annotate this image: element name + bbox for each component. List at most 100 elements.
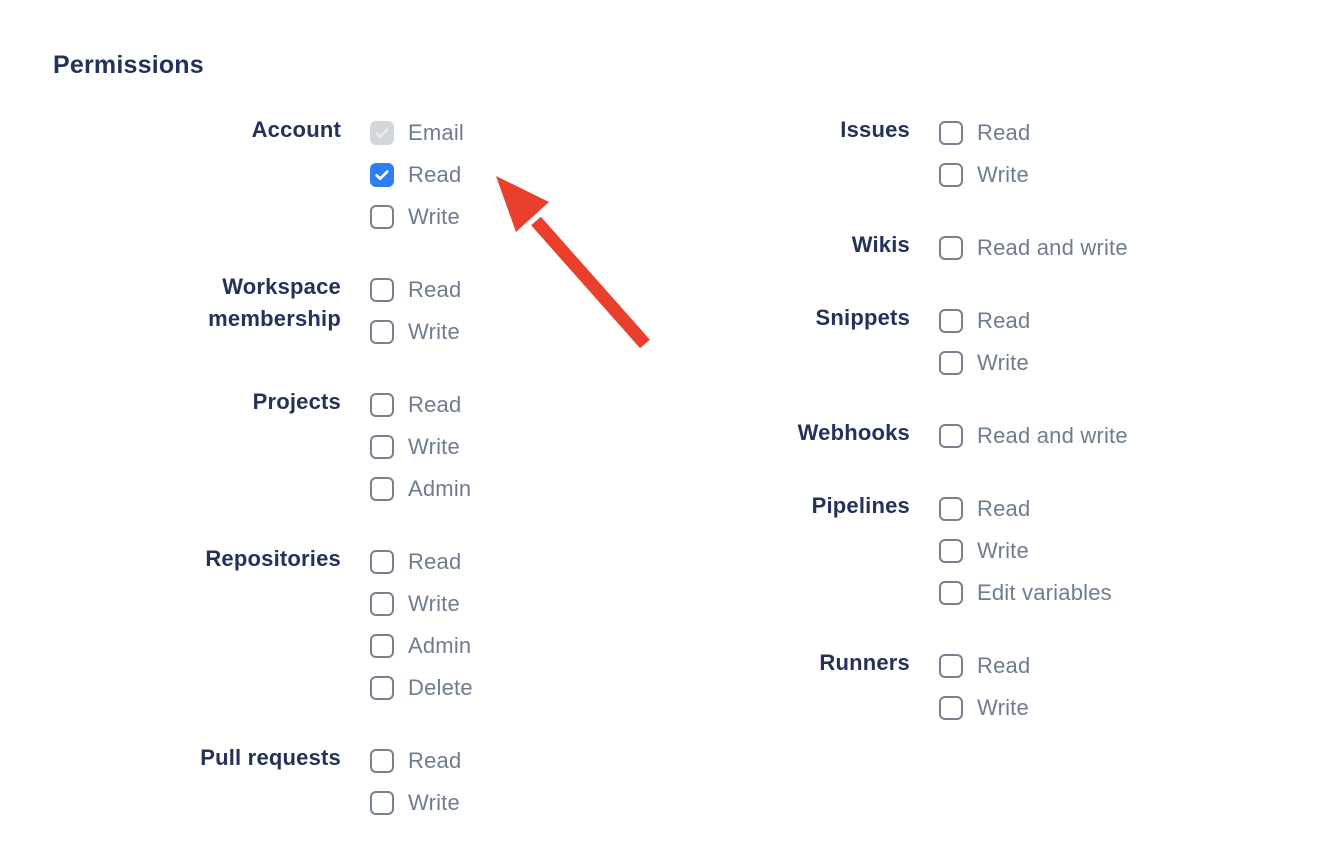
arrow-shaft (531, 216, 650, 349)
option-pipelines-read[interactable]: Read (939, 488, 1112, 530)
group-label-pipelines: Pipelines (811, 493, 910, 518)
checkbox-wikis-read-and-write[interactable] (939, 236, 963, 260)
option-label-runners-read: Read (977, 653, 1031, 678)
group-label-repositories: Repositories (205, 546, 341, 571)
option-label-repositories-read: Read (408, 549, 462, 574)
group-label-snippets: Snippets (815, 305, 910, 330)
option-label-projects-read: Read (408, 392, 462, 417)
option-account-read[interactable]: Read (370, 154, 464, 196)
checkbox-runners-read[interactable] (939, 654, 963, 678)
checkbox-pipelines-write[interactable] (939, 539, 963, 563)
option-label-workspace-membership-read: Read (408, 277, 462, 302)
option-label-issues-write: Write (977, 162, 1029, 187)
checkbox-issues-read[interactable] (939, 121, 963, 145)
option-snippets-write[interactable]: Write (939, 342, 1030, 384)
option-label-repositories-admin: Admin (408, 633, 472, 658)
checkbox-workspace-membership-read[interactable] (370, 278, 394, 302)
option-workspace-membership-write[interactable]: Write (370, 311, 461, 353)
option-label-webhooks-read-and-write: Read and write (977, 423, 1128, 448)
option-repositories-delete[interactable]: Delete (370, 667, 473, 709)
checkbox-issues-write[interactable] (939, 163, 963, 187)
options-wikis: Read and write (939, 227, 1128, 269)
checkbox-pull-requests-write[interactable] (370, 791, 394, 815)
group-label-webhooks: Webhooks (797, 420, 910, 445)
option-label-account-write: Write (408, 204, 460, 229)
option-snippets-read[interactable]: Read (939, 300, 1030, 342)
checkbox-runners-write[interactable] (939, 696, 963, 720)
option-issues-read[interactable]: Read (939, 112, 1030, 154)
checkbox-repositories-admin[interactable] (370, 634, 394, 658)
option-repositories-read[interactable]: Read (370, 541, 473, 583)
option-label-snippets-read: Read (977, 308, 1031, 333)
permission-group-wikis: Wikis Read and write (680, 227, 1128, 269)
option-runners-read[interactable]: Read (939, 645, 1030, 687)
group-label-runners: Runners (819, 650, 910, 675)
option-pull-requests-write[interactable]: Write (370, 782, 461, 824)
option-pull-requests-read[interactable]: Read (370, 740, 461, 782)
checkbox-pipelines-read[interactable] (939, 497, 963, 521)
checkbox-repositories-read[interactable] (370, 550, 394, 574)
checkbox-snippets-read[interactable] (939, 309, 963, 333)
option-label-workspace-membership-write: Write (408, 319, 460, 344)
checkbox-projects-write[interactable] (370, 435, 394, 459)
checkbox-account-write[interactable] (370, 205, 394, 229)
option-webhooks-read-and-write[interactable]: Read and write (939, 415, 1128, 457)
option-issues-write[interactable]: Write (939, 154, 1030, 196)
checkbox-workspace-membership-write[interactable] (370, 320, 394, 344)
option-pipelines-write[interactable]: Write (939, 530, 1112, 572)
option-label-account-read: Read (408, 162, 462, 187)
option-repositories-admin[interactable]: Admin (370, 625, 473, 667)
checkbox-projects-admin[interactable] (370, 477, 394, 501)
option-label-snippets-write: Write (977, 350, 1029, 375)
checkbox-account-read[interactable] (370, 163, 394, 187)
checkbox-pipelines-edit-variables[interactable] (939, 581, 963, 605)
option-projects-read[interactable]: Read (370, 384, 471, 426)
option-label-pipelines-write: Write (977, 538, 1029, 563)
option-label-pipelines-edit-variables: Edit variables (977, 580, 1112, 605)
group-label-pull-requests: Pull requests (200, 745, 341, 770)
option-label-issues-read: Read (977, 120, 1031, 145)
option-wikis-read-and-write[interactable]: Read and write (939, 227, 1128, 269)
arrow-head (496, 176, 549, 232)
option-label-projects-admin: Admin (408, 476, 472, 501)
option-label-pipelines-read: Read (977, 496, 1031, 521)
checkbox-repositories-delete[interactable] (370, 676, 394, 700)
group-label-projects: Projects (252, 389, 341, 414)
option-label-pull-requests-write: Write (408, 790, 460, 815)
option-projects-write[interactable]: Write (370, 426, 471, 468)
checkbox-webhooks-read-and-write[interactable] (939, 424, 963, 448)
option-projects-admin[interactable]: Admin (370, 468, 471, 510)
option-pipelines-edit-variables[interactable]: Edit variables (939, 572, 1112, 614)
option-runners-write[interactable]: Write (939, 687, 1030, 729)
checkbox-repositories-write[interactable] (370, 592, 394, 616)
option-account-write[interactable]: Write (370, 196, 464, 238)
option-label-runners-write: Write (977, 695, 1029, 720)
checkbox-projects-read[interactable] (370, 393, 394, 417)
checkbox-pull-requests-read[interactable] (370, 749, 394, 773)
option-workspace-membership-read[interactable]: Read (370, 269, 461, 311)
group-label-account: Account (251, 117, 341, 142)
option-label-repositories-write: Write (408, 591, 460, 616)
checkbox-snippets-write[interactable] (939, 351, 963, 375)
options-webhooks: Read and write (939, 415, 1128, 457)
option-repositories-write[interactable]: Write (370, 583, 473, 625)
group-label-wikis: Wikis (851, 232, 910, 257)
